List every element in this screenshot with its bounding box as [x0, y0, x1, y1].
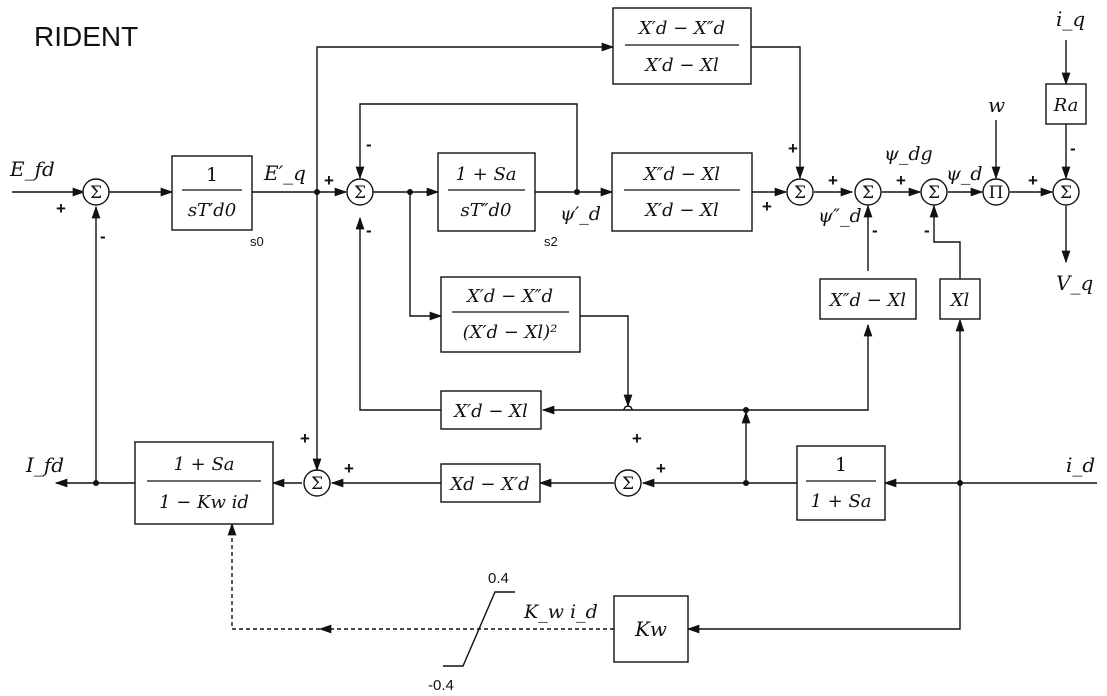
diagram-title: RIDENT [34, 21, 138, 52]
block-denominator: 1 + Sa [810, 491, 871, 512]
block-feedback-gain: X′d − Xl [440, 390, 542, 430]
block-denominator: 1 − Kw id [159, 492, 249, 513]
sign-plus: + [632, 429, 642, 448]
limiter-min-label: -0.4 [428, 677, 454, 694]
signal-efd: E_fd [9, 157, 55, 181]
limiter: 0.4 -0.4 [428, 570, 515, 694]
sum-symbol: Σ [622, 474, 634, 494]
sum-symbol: Σ [794, 183, 806, 203]
sign-minus: - [366, 221, 372, 240]
sign-markers: + - + - - + + + - + - + - + + + + [56, 135, 1076, 478]
block-numerator: 1 + Sa [173, 454, 234, 475]
sum-symbol: Σ [862, 183, 874, 203]
block-denominator: (X′d − Xl)² [463, 322, 558, 343]
signal-id: i_d [1066, 453, 1095, 477]
block-synchronous-transient-diff: Xd − X′d [440, 463, 541, 503]
signal-iq: i_q [1056, 7, 1085, 31]
block-label: Kw [634, 617, 667, 641]
block-middle-gain: X″d − Xl X′d − Xl [611, 152, 753, 232]
block-label: X″d − Xl [828, 290, 906, 311]
block-saturation: 1 1 + Sa [796, 445, 886, 521]
sign-plus: + [656, 459, 666, 478]
block-kw-gain: Kw [613, 595, 689, 663]
product-junction: Π [982, 178, 1010, 206]
sign-plus: + [788, 139, 798, 158]
block-denominator: sT″d0 [461, 200, 512, 221]
signal-eq-prime: E′_q [263, 161, 306, 185]
block-numerator: 1 [835, 454, 847, 476]
signal-psi-d-dprime: ψ″_d [818, 205, 862, 227]
block-numerator: X′d − X″d [637, 18, 725, 39]
block-top-gain: X′d − X″d X′d − Xl [612, 7, 752, 85]
summing-junction-8: Σ [303, 469, 331, 497]
block-numerator: 1 [206, 164, 218, 186]
summing-junction-4: Σ [854, 178, 882, 206]
sign-plus: + [344, 459, 354, 478]
block-label: X′d − Xl [452, 401, 528, 422]
sign-minus: - [924, 221, 930, 240]
summing-junction-3: Σ [786, 178, 814, 206]
block-denominator: X′d − Xl [643, 55, 719, 76]
signal-ifd: I_fd [25, 453, 64, 477]
block-numerator: X′d − X″d [465, 286, 553, 307]
signal-psi-d-prime: ψ′_d [560, 203, 601, 225]
signal-wires [12, 40, 1097, 634]
sign-minus: - [100, 227, 106, 246]
signal-psi-dg: ψ_dg [884, 143, 933, 165]
summing-junction-6: Σ [1052, 178, 1080, 206]
block-open-circuit-transient: 1 sT′d0 [171, 155, 253, 231]
signal-kw-id: K_w i_d [523, 601, 598, 623]
block-denominator: X′d − Xl [643, 200, 719, 221]
sum-symbol: Σ [1060, 183, 1072, 203]
summing-junction-2: Σ [346, 178, 374, 206]
block-label: Xd − X′d [448, 474, 529, 495]
block-armature-resistance: Ra [1045, 83, 1087, 125]
sign-minus: - [1070, 139, 1076, 158]
sign-plus: + [324, 171, 334, 190]
sign-minus: - [872, 221, 878, 240]
sum-symbol: Σ [354, 183, 366, 203]
block-numerator: 1 + Sa [455, 164, 516, 185]
block-label: Xl [949, 290, 970, 311]
sign-plus: + [828, 171, 838, 190]
sum-symbol: Σ [928, 183, 940, 203]
state-label-s0: s0 [250, 234, 264, 249]
junction-dots [93, 189, 963, 486]
product-symbol: Π [989, 183, 1004, 203]
block-subtransient-leakage: X″d − Xl [819, 278, 917, 320]
summing-junction-7: Σ [614, 469, 642, 497]
signal-w: w [988, 93, 1005, 117]
sum-symbol: Σ [90, 183, 102, 203]
signal-vq: V_q [1056, 271, 1093, 295]
block-subtransient-integrator: 1 + Sa sT″d0 [437, 152, 536, 232]
limiter-max-label: 0.4 [488, 570, 509, 587]
sign-minus: - [366, 135, 372, 154]
sign-plus: + [896, 171, 906, 190]
block-field-current: 1 + Sa 1 − Kw id [134, 441, 274, 525]
sum-symbol: Σ [311, 474, 323, 494]
block-denominator: sT′d0 [188, 200, 236, 221]
block-squared-gain: X′d − X″d (X′d − Xl)² [440, 276, 581, 353]
block-leakage-reactance: Xl [939, 278, 981, 320]
summing-junction-5: Σ [920, 178, 948, 206]
block-label: Ra [1053, 95, 1079, 116]
signal-psi-d: ψ_d [946, 163, 983, 185]
block-numerator: X″d − Xl [642, 164, 720, 185]
sign-plus: + [300, 429, 310, 448]
sign-plus: + [56, 199, 66, 218]
state-label-s2: s2 [544, 234, 558, 249]
sign-plus: + [1028, 171, 1038, 190]
summing-junction-1: Σ [82, 178, 110, 206]
sign-plus: + [762, 197, 772, 216]
